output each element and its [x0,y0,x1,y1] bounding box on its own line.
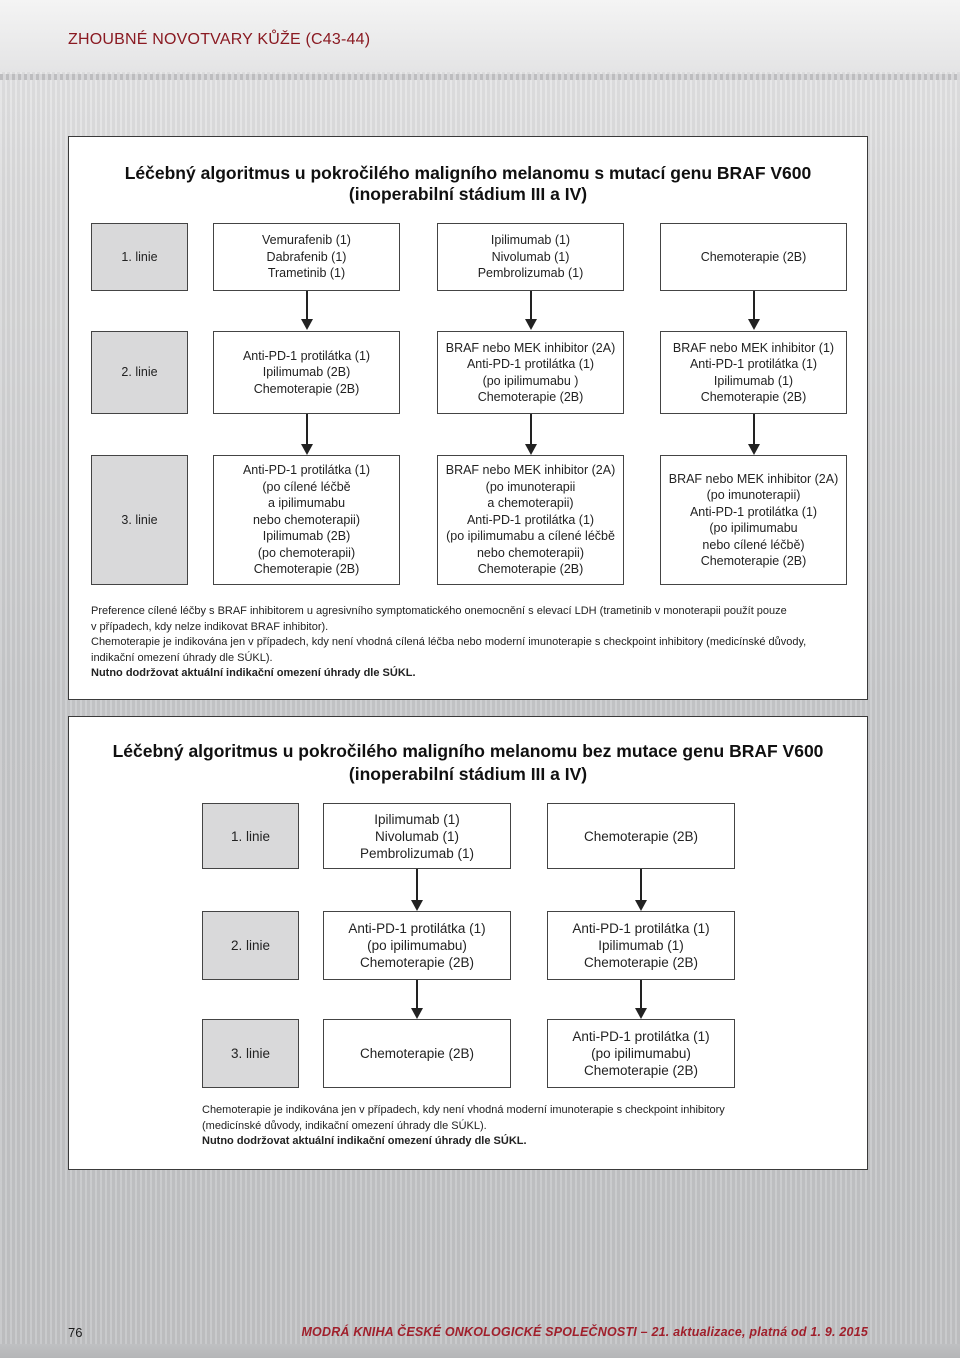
header-divider [0,74,960,80]
line-label-3: 3. linie [202,1019,299,1088]
panel-title: Léčebný algoritmus u pokročilého maligní… [112,741,824,761]
note-line: v případech, kdy nelze indikovat BRAF in… [91,620,329,633]
page-number: 76 [68,1325,83,1340]
panel-title: Léčebný algoritmus u pokročilého maligní… [124,163,812,183]
note-line: Chemoterapie je indikována jen v případe… [202,1104,725,1116]
note-line: Preference cílené léčby s BRAF inhibitor… [91,605,787,617]
treatment-box: BRAF nebo MEK inhibitor (2A)(po imunoter… [660,455,847,585]
treatment-box: Anti-PD-1 protilátka (1)(po ipilimumabu)… [323,911,511,980]
panel-notes: Preference cílené léčby s BRAF inhibitor… [91,604,851,682]
treatment-box: Chemoterapie (2B) [660,223,847,291]
treatment-box: Anti-PD-1 protilátka (1)(po ipilimumabu)… [547,1019,735,1088]
line-label-3: 3. linie [91,455,188,585]
treatment-box: BRAF nebo MEK inhibitor (2A)(po imunoter… [437,455,624,585]
line-label-2: 2. linie [202,911,299,980]
braf-mutation-panel: Léčebný algoritmus u pokročilého maligní… [68,136,868,700]
treatment-box: Ipilimumab (1)Nivolumab (1)Pembrolizumab… [437,223,624,291]
line-label-2: 2. linie [91,331,188,414]
note-line: Chemoterapie je indikována jen v případe… [91,636,807,648]
treatment-box: Anti-PD-1 protilátka (1)Ipilimumab (2B)C… [213,331,400,414]
running-head: ZHOUBNÉ NOVOTVARY KŮŽE (C43-44) [68,31,371,48]
panel-subtitle: (inoperabilní stádium III a IV) [348,764,588,784]
note-bold: Nutno dodržovat aktuální indikační omeze… [202,1135,527,1147]
panel-notes: Chemoterapie je indikována jen v případe… [202,1103,762,1150]
flow-arrow [635,980,647,1019]
flow-arrow [411,980,423,1019]
footer-band [0,1344,960,1358]
treatment-box: Anti-PD-1 protilátka (1)(po cílené léčbě… [213,455,400,585]
flow-arrow [748,291,760,330]
line-label-1: 1. linie [202,803,299,869]
header-band [0,0,960,72]
treatment-box: BRAF nebo MEK inhibitor (2A)Anti-PD-1 pr… [437,331,624,414]
flow-arrow [525,414,537,455]
flow-arrow [748,414,760,455]
flow-arrow [635,869,647,911]
braf-wildtype-panel: Léčebný algoritmus u pokročilého maligní… [68,716,868,1170]
flow-arrow [301,291,313,330]
footer-title: MODRÁ KNIHA ČESKÉ ONKOLOGICKÉ SPOLEČNOST… [301,1325,868,1339]
panel-subtitle: (inoperabilní stádium III a IV) [348,184,588,204]
line-label-1: 1. linie [91,223,188,291]
treatment-box: Vemurafenib (1)Dabrafenib (1)Trametinib … [213,223,400,291]
treatment-box: Chemoterapie (2B) [547,803,735,869]
flow-arrow [411,869,423,911]
note-line: indikační omezení úhrady dle SÚKL). [91,651,273,664]
treatment-box: Anti-PD-1 protilátka (1)Ipilimumab (1)Ch… [547,911,735,980]
treatment-box: BRAF nebo MEK inhibitor (1)Anti-PD-1 pro… [660,331,847,414]
treatment-box: Ipilimumab (1)Nivolumab (1)Pembrolizumab… [323,803,511,869]
flow-arrow [525,291,537,330]
note-bold: Nutno dodržovat aktuální indikační omeze… [91,667,416,679]
flow-arrow [301,414,313,455]
note-line: (medicínské důvody, indikační omezení úh… [202,1119,487,1132]
treatment-box: Chemoterapie (2B) [323,1019,511,1088]
